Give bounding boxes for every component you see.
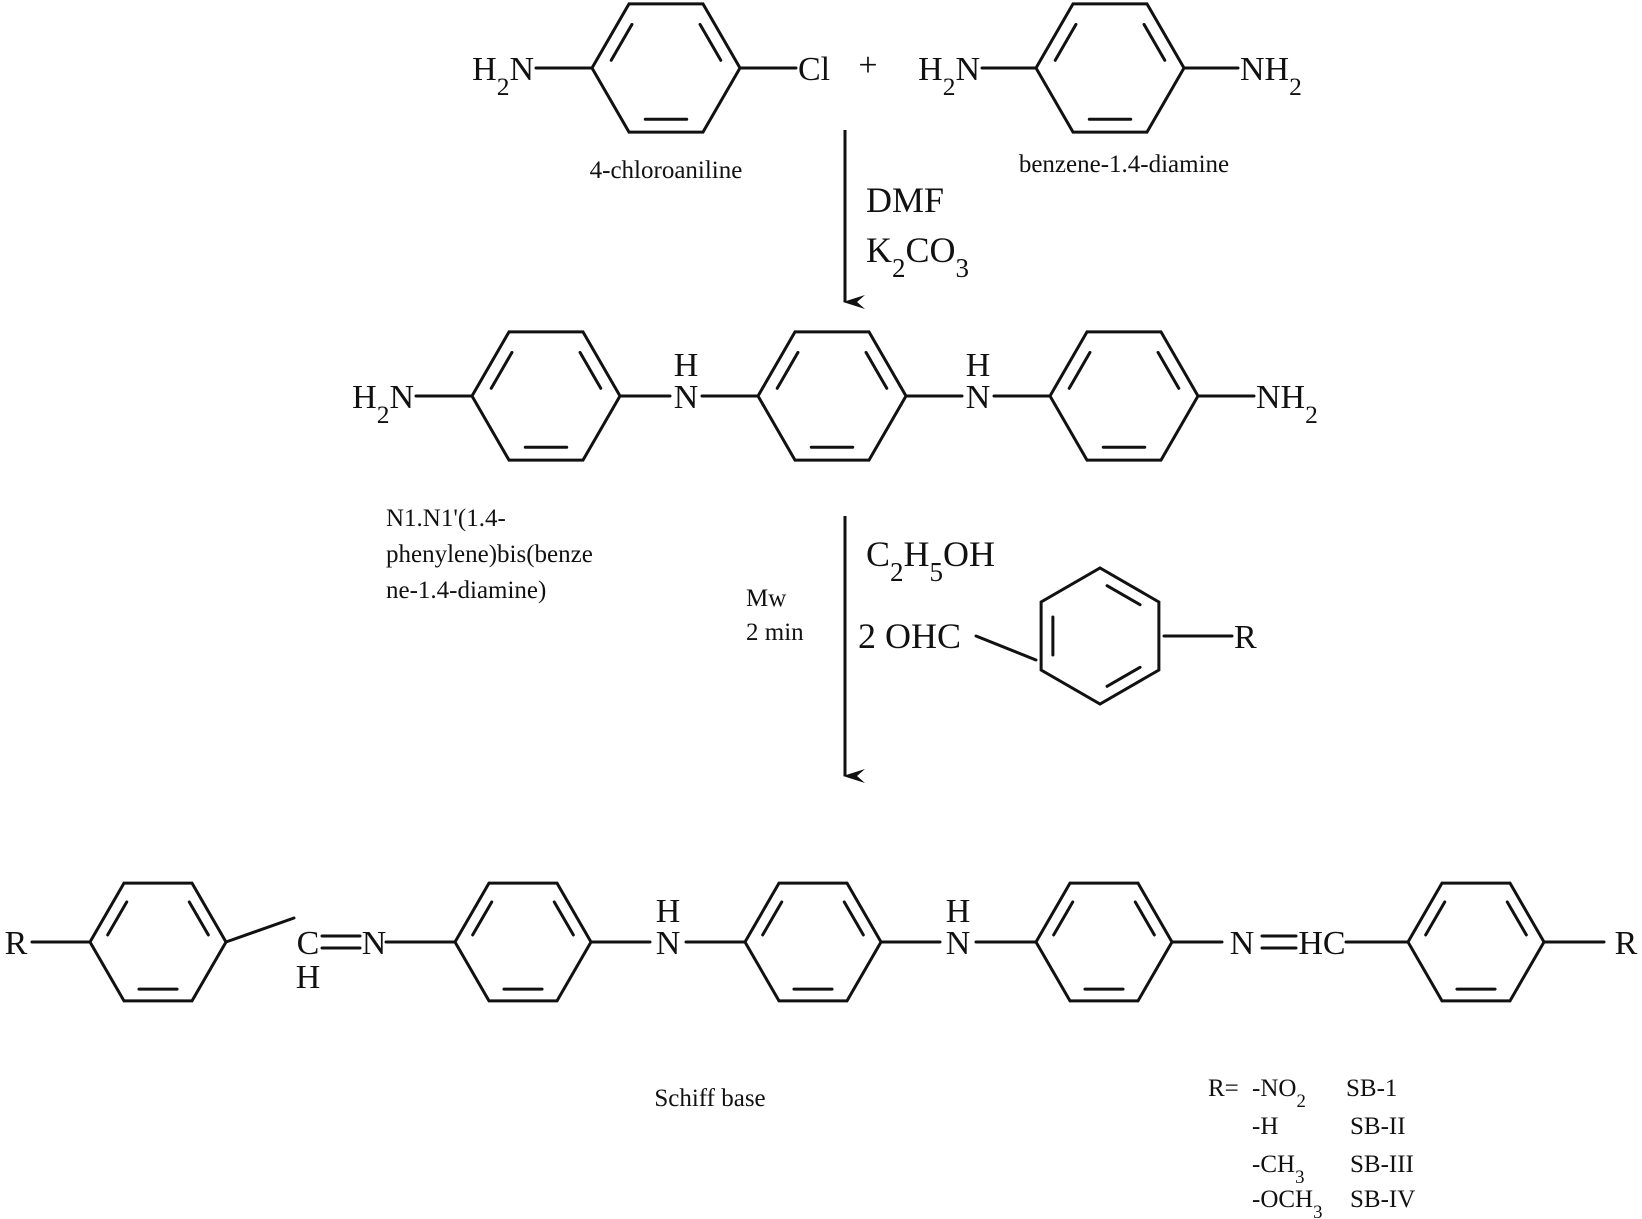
benzene-ring [1039, 566, 1161, 706]
ring-double-bond [1052, 900, 1075, 937]
ring-double-bond [187, 900, 210, 937]
nh-h-label: H [656, 893, 681, 930]
r-group-4: -OCH3 [1252, 1186, 1322, 1219]
intermediate-name-line-3: ne-1.4-diamine) [386, 577, 546, 604]
ring-double-bond [1156, 350, 1181, 390]
solvent-ethanol: C2H5OH [866, 534, 995, 587]
benzene-ring [1406, 881, 1546, 1003]
benzene-ring [1048, 330, 1200, 462]
h2n-label: H2N [918, 51, 980, 101]
r-group-3: -CH3 [1252, 1151, 1304, 1188]
ring-double-bond [1053, 22, 1078, 62]
benzene-ring [1034, 881, 1174, 1003]
r-label-left: R [5, 925, 28, 962]
benzene-ring [1034, 2, 1186, 134]
r-group-code-3: SB-III [1350, 1151, 1414, 1178]
ring-double-bond [1142, 22, 1167, 62]
imine-n-label: N [362, 925, 387, 962]
base-k2co3: K2CO3 [866, 230, 969, 283]
ring-double-bond [1105, 665, 1142, 688]
ring-double-bond [842, 900, 865, 937]
ring-double-bond [609, 22, 634, 62]
nh-n-label: N [674, 379, 699, 416]
benzene-ring [743, 881, 883, 1003]
microwave-label: Mw [746, 585, 786, 612]
intermediate-name-line-1: N1.N1'(1.4- [386, 505, 506, 532]
imine-h-label: H [296, 959, 321, 996]
nh-n-label: N [946, 925, 971, 962]
imine-c-label: C [297, 925, 320, 962]
time-label: 2 min [746, 619, 804, 646]
ring-double-bond [1105, 584, 1142, 607]
ring-double-bond [578, 350, 603, 390]
ring-double-bond [1505, 900, 1528, 937]
intermediate-name-line-2: phenylene)bis(benze [386, 541, 593, 568]
r-group-2: -H [1252, 1113, 1278, 1140]
r-group-code-2: SB-II [1350, 1113, 1406, 1140]
h2n-label: H2N [352, 379, 414, 429]
ring-double-bond [1133, 900, 1156, 937]
solvent-dmf: DMF [866, 180, 944, 220]
benzene-rings [88, 2, 1546, 1003]
nh-h-label: H [966, 347, 991, 384]
r-label-right: R [1615, 925, 1638, 962]
h2n-label: H2N [472, 51, 534, 101]
single-bonds [30, 66, 1606, 944]
ring-double-bond [1067, 350, 1092, 390]
ring-double-bond [775, 350, 800, 390]
imine-n-label: N [1230, 925, 1255, 962]
ring-double-bond [552, 900, 575, 937]
plus-sign: + [858, 47, 877, 84]
product-name: Schiff base [654, 1085, 765, 1112]
nh2-label: NH2 [1256, 379, 1318, 429]
compound-name-chloroaniline: 4-chloroaniline [590, 157, 743, 184]
r-group-prefix: R= [1208, 1075, 1239, 1102]
r-group-code-1: SB-1 [1346, 1075, 1397, 1102]
nh-h-label: H [946, 893, 971, 930]
ring-double-bond [106, 900, 129, 937]
ring-double-bond [489, 350, 514, 390]
nh-n-label: N [966, 379, 991, 416]
nh-h-label: H [674, 347, 699, 384]
benzene-ring [453, 881, 593, 1003]
ring-double-bond [471, 900, 494, 937]
imine-double-bonds [320, 934, 1298, 950]
r-group-table: R= -NO2 SB-1 -H SB-II -CH3 SB-III -OCH3 … [1208, 1075, 1415, 1219]
benzene-ring [590, 2, 742, 134]
ring-double-bond [864, 350, 889, 390]
compound-name-diamine: benzene-1.4-diamine [1019, 151, 1229, 178]
r-group-code-4: SB-IV [1350, 1186, 1415, 1213]
cl-label: Cl [798, 51, 830, 88]
benzene-ring [756, 330, 908, 462]
reagent-ohc: 2 OHC [858, 616, 961, 656]
ring-double-bond [698, 22, 723, 62]
ring-double-bond [761, 900, 784, 937]
nh-n-label: N [656, 925, 681, 962]
nh2-label: NH2 [1240, 51, 1302, 101]
ring-double-bond [1424, 900, 1447, 937]
imine-hc-label: HC [1298, 925, 1345, 962]
benzene-ring [88, 881, 228, 1003]
benzene-ring [470, 330, 622, 462]
reagent-r: R [1234, 619, 1257, 656]
r-group-1: -NO2 [1252, 1075, 1306, 1112]
